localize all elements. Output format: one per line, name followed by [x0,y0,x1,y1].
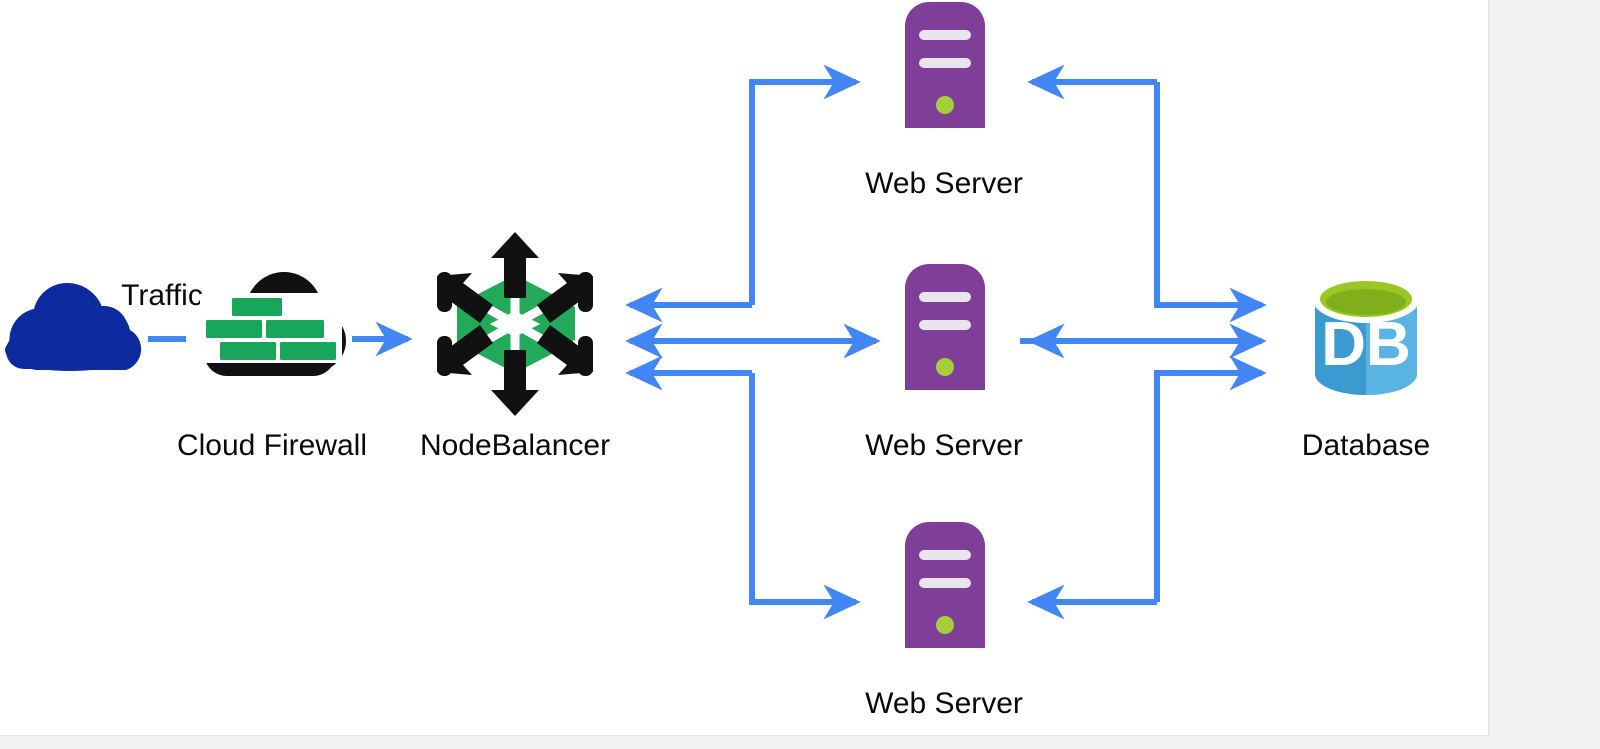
connection-web1-to-database [1154,82,1267,323]
database-node[interactable]: DB Database [1302,277,1430,462]
nodebalancer-icon [437,232,593,416]
server-icon [905,2,985,128]
server-icon [905,264,985,390]
web-server-top-label: Web Server [865,167,1023,200]
brick-wall-icon [200,293,342,363]
web-server-middle-node[interactable]: Web Server [865,264,1023,462]
web-server-top-node[interactable]: Web Server [865,2,1023,200]
balancer-label: NodeBalancer [420,429,610,462]
connection-balancer-to-web3 [749,373,861,620]
database-badge-text: DB [1321,310,1411,379]
firewall-node[interactable]: Cloud Firewall [177,272,367,462]
web-server-middle-label: Web Server [865,429,1023,462]
cloud-icon [5,282,142,371]
connections-layer [148,64,1267,620]
database-icon: DB [1313,277,1419,395]
balancer-node[interactable]: NodeBalancer [420,232,610,462]
web-server-bottom-node[interactable]: Web Server [865,522,1023,720]
server-icon [905,522,985,648]
traffic-label: Traffic [121,279,203,312]
database-label: Database [1302,429,1430,462]
balancer-arrows [437,232,593,416]
traffic-node[interactable]: Traffic [5,279,203,371]
diagram-canvas-panel: Traffic [0,0,1489,736]
connection-web3-to-database [1154,355,1267,602]
web-server-bottom-label: Web Server [865,687,1023,720]
firewall-label: Cloud Firewall [177,429,367,462]
architecture-diagram: Traffic [5,2,1430,720]
firewall-cloud-icon [200,272,346,376]
connection-balancer-to-web1 [749,64,861,305]
